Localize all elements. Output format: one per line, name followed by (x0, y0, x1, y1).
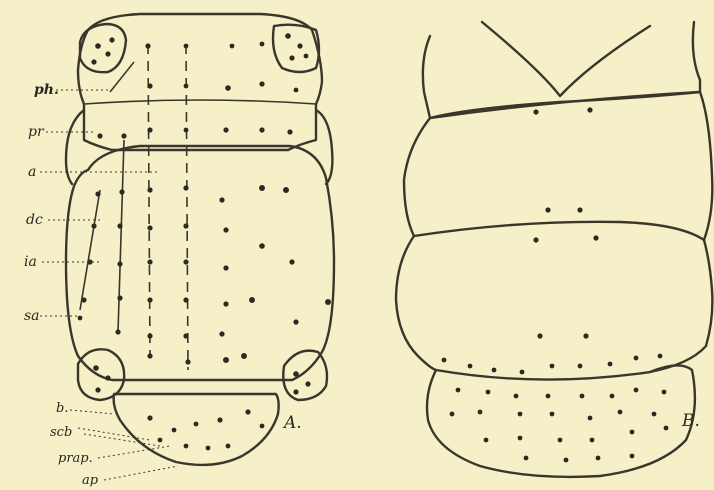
postalar-callus-left (78, 349, 124, 400)
label-pr: pr (28, 124, 45, 140)
abdomen-v-notch (482, 22, 650, 96)
label-ia: ia (24, 254, 37, 270)
label-ap: ap (82, 473, 99, 488)
label-b: b. (56, 401, 68, 416)
pronotum-inner-line (84, 100, 316, 104)
label-dc: dc (26, 212, 43, 228)
label-ph: ph. (34, 82, 59, 98)
humeral-callus-left (80, 24, 126, 72)
bristle-row-line-5 (110, 62, 134, 92)
bristle-row-line-1 (148, 44, 150, 356)
label-prap: prap. (58, 451, 93, 466)
bristle-dots-a (78, 33, 331, 450)
label-sa: sa (24, 308, 40, 324)
scutellum-outline (114, 394, 279, 465)
label-scb: scb (50, 425, 72, 440)
bristle-row-line-4 (80, 190, 100, 310)
panel-label-a: A. (282, 413, 302, 433)
panel-label-b: B. (681, 411, 700, 431)
segment-4-outline (427, 365, 695, 476)
panel-b-abdomen: B. (396, 22, 712, 477)
bristle-row-line-2 (186, 44, 188, 370)
panel-a-thorax: ph. pr a dc ia sa b. scb prap. ap A. (24, 14, 334, 488)
bristle-dots-b (442, 107, 669, 462)
bristle-row-line-3 (118, 140, 124, 332)
postalar-callus-right (283, 351, 327, 400)
label-a: a (28, 164, 36, 180)
pronotum-outline (78, 14, 322, 150)
